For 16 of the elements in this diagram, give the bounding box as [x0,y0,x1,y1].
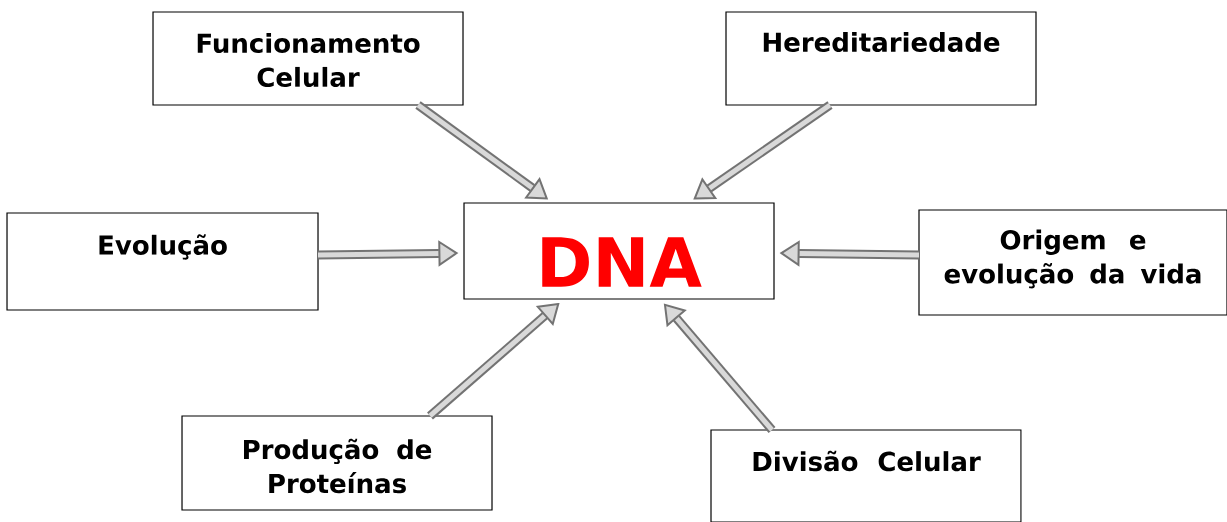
topic-label: Evolução [99,234,227,260]
topic-box [725,11,1037,106]
topic-box [710,429,1022,522]
topic-box [6,212,319,311]
topic-label: Produção de Proteínas [244,438,432,494]
dna-box [463,202,775,300]
arrow [663,303,776,433]
topic-box [918,209,1227,316]
topic-label: Divisão Celular [753,450,981,472]
dna-label: DNA [542,237,702,287]
topic-label: Hereditariedade [763,31,1000,53]
topic-label: Origem e evolução da vida [944,229,1201,289]
topic-box [152,11,464,106]
topic-label: Funcionamento Celular [197,32,420,88]
topic-box [181,415,493,511]
arrow [693,101,833,200]
